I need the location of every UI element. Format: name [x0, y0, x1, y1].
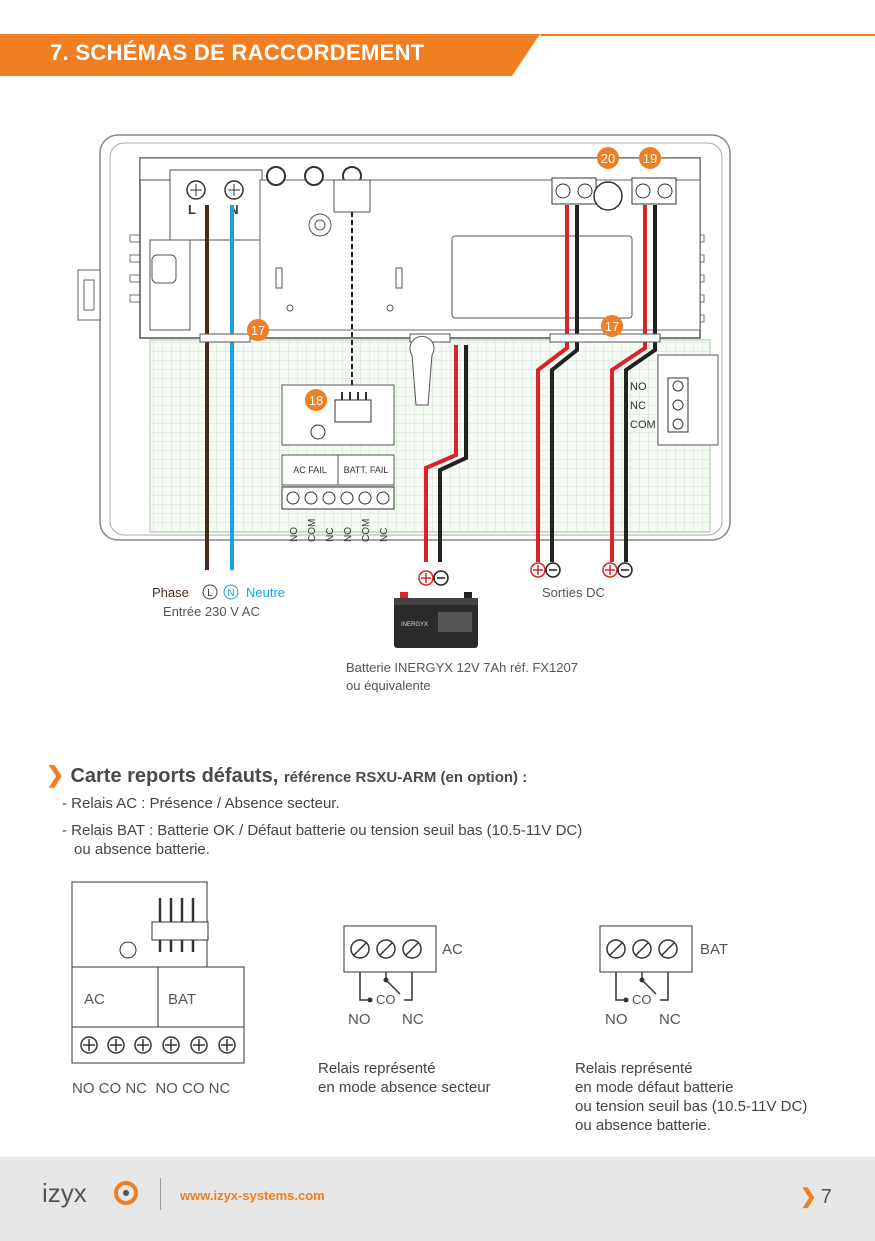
relay-ac-caption: Relais représenté en mode absence secteu…	[318, 1059, 491, 1097]
footer-divider	[160, 1178, 161, 1210]
positive-wire-2	[610, 205, 647, 562]
polarity-markers	[418, 562, 633, 586]
positive-wire-1	[536, 205, 569, 562]
board-pin-com-1: COM	[307, 519, 318, 542]
fault-card-diagrams: AC BAT NO CO NC NO CO NC AC CO NO NC BAT…	[71, 881, 728, 1097]
battery-negative-wire	[438, 345, 468, 562]
callout-17-right: 17	[605, 319, 619, 334]
bullet-relay-bat: - Relais BAT : Batterie OK / Défaut batt…	[62, 822, 583, 839]
section-reference: référence RSXU-ARM (en option) :	[283, 769, 528, 786]
relay-bat-caption-line: en mode défaut batterie	[575, 1079, 734, 1096]
dc-outputs-label: Sorties DC	[542, 585, 605, 600]
card-bat-label: BAT	[168, 991, 196, 1008]
section-header-bar	[0, 34, 875, 76]
relay-bat-caption: Relais représenté en mode défaut batteri…	[575, 1059, 807, 1135]
negative-wire-1	[550, 205, 579, 562]
relay-ac-nc: NC	[402, 1011, 424, 1028]
relay-bat-caption-line: Relais représenté	[575, 1060, 693, 1077]
relay-ac-title: AC	[442, 941, 463, 958]
neutral-letter: N	[227, 588, 234, 599]
wiring-diagram: L N NO NC COM AC FAIL BATT. FAIL	[77, 134, 731, 693]
callout-20: 20	[601, 151, 615, 166]
relay-bat-co: CO	[632, 992, 652, 1007]
negative-wire-2	[624, 205, 657, 562]
relay-nc-label: NC	[630, 400, 646, 412]
battery-positive-wire	[424, 345, 458, 562]
chevron-right-icon: ❯	[800, 1186, 817, 1208]
board-pin-no-1: NO	[289, 527, 300, 542]
footer-website-link[interactable]: www.izyx-systems.com	[180, 1188, 325, 1203]
board-pin-nc-2: NC	[379, 528, 390, 542]
board-pin-com-2: COM	[361, 519, 372, 542]
page-number-value: 7	[820, 1186, 832, 1208]
battery-brand: INERGYX	[401, 622, 428, 628]
section-heading-text: Carte reports défauts,	[70, 765, 279, 787]
page-number: ❯7	[800, 1184, 832, 1209]
battery-label-equivalent: ou équivalente	[346, 678, 431, 693]
relay-bat-no: NO	[605, 1011, 628, 1028]
relay-bat-caption-line: ou tension seuil bas (10.5-11V DC)	[575, 1098, 808, 1115]
relay-bat-nc: NC	[659, 1011, 681, 1028]
relay-bat-caption-line: ou absence batterie.	[575, 1117, 711, 1134]
relay-bat-title: BAT	[700, 941, 728, 958]
neutral-label: Neutre	[246, 585, 285, 600]
phase-label: Phase	[152, 585, 189, 600]
section-heading: ❯Carte reports défauts, référence RSXU-A…	[46, 762, 527, 788]
chevron-right-icon: ❯	[46, 762, 65, 787]
izyx-logo-text: izyx	[42, 1178, 87, 1208]
bullet-relay-bat-cont: ou absence batterie.	[74, 841, 210, 858]
dc-terminal-blocks	[551, 177, 677, 211]
relay-ac-co: CO	[376, 992, 396, 1007]
battery-image	[394, 592, 478, 648]
input-label: Entrée 230 V AC	[163, 604, 260, 619]
card-pins-caption: NO CO NC NO CO NC	[72, 1080, 231, 1097]
page-title: 7. SCHÉMAS DE RACCORDEMENT	[50, 40, 425, 65]
relay-ac-no: NO	[348, 1011, 371, 1028]
relay-ac-caption-line: Relais représenté	[318, 1060, 436, 1077]
relay-no-label: NO	[630, 381, 647, 393]
board-batt-fail-label: BATT. FAIL	[344, 465, 389, 475]
bullet-relay-ac: - Relais AC : Présence / Absence secteur…	[62, 795, 340, 812]
ac-terminal-block	[186, 180, 244, 200]
callout-19: 19	[643, 151, 657, 166]
board-pin-no-2: NO	[343, 527, 354, 542]
board-pin-nc-1: NC	[325, 528, 336, 542]
callout-18: 18	[309, 393, 323, 408]
callout-17-left: 17	[251, 323, 265, 338]
terminal-l-label: L	[188, 202, 196, 217]
card-ac-label: AC	[84, 991, 105, 1008]
page-footer	[0, 1157, 875, 1241]
phase-letter: L	[207, 588, 213, 599]
relay-ac-caption-line: en mode absence secteur	[318, 1079, 491, 1096]
callout-markers	[247, 147, 661, 411]
board-ac-fail-label: AC FAIL	[293, 465, 327, 475]
relay-com-label: COM	[630, 419, 656, 431]
izyx-logo: izyx	[42, 1178, 138, 1208]
battery-label: Batterie INERGYX 12V 7Ah réf. FX1207	[346, 660, 578, 675]
